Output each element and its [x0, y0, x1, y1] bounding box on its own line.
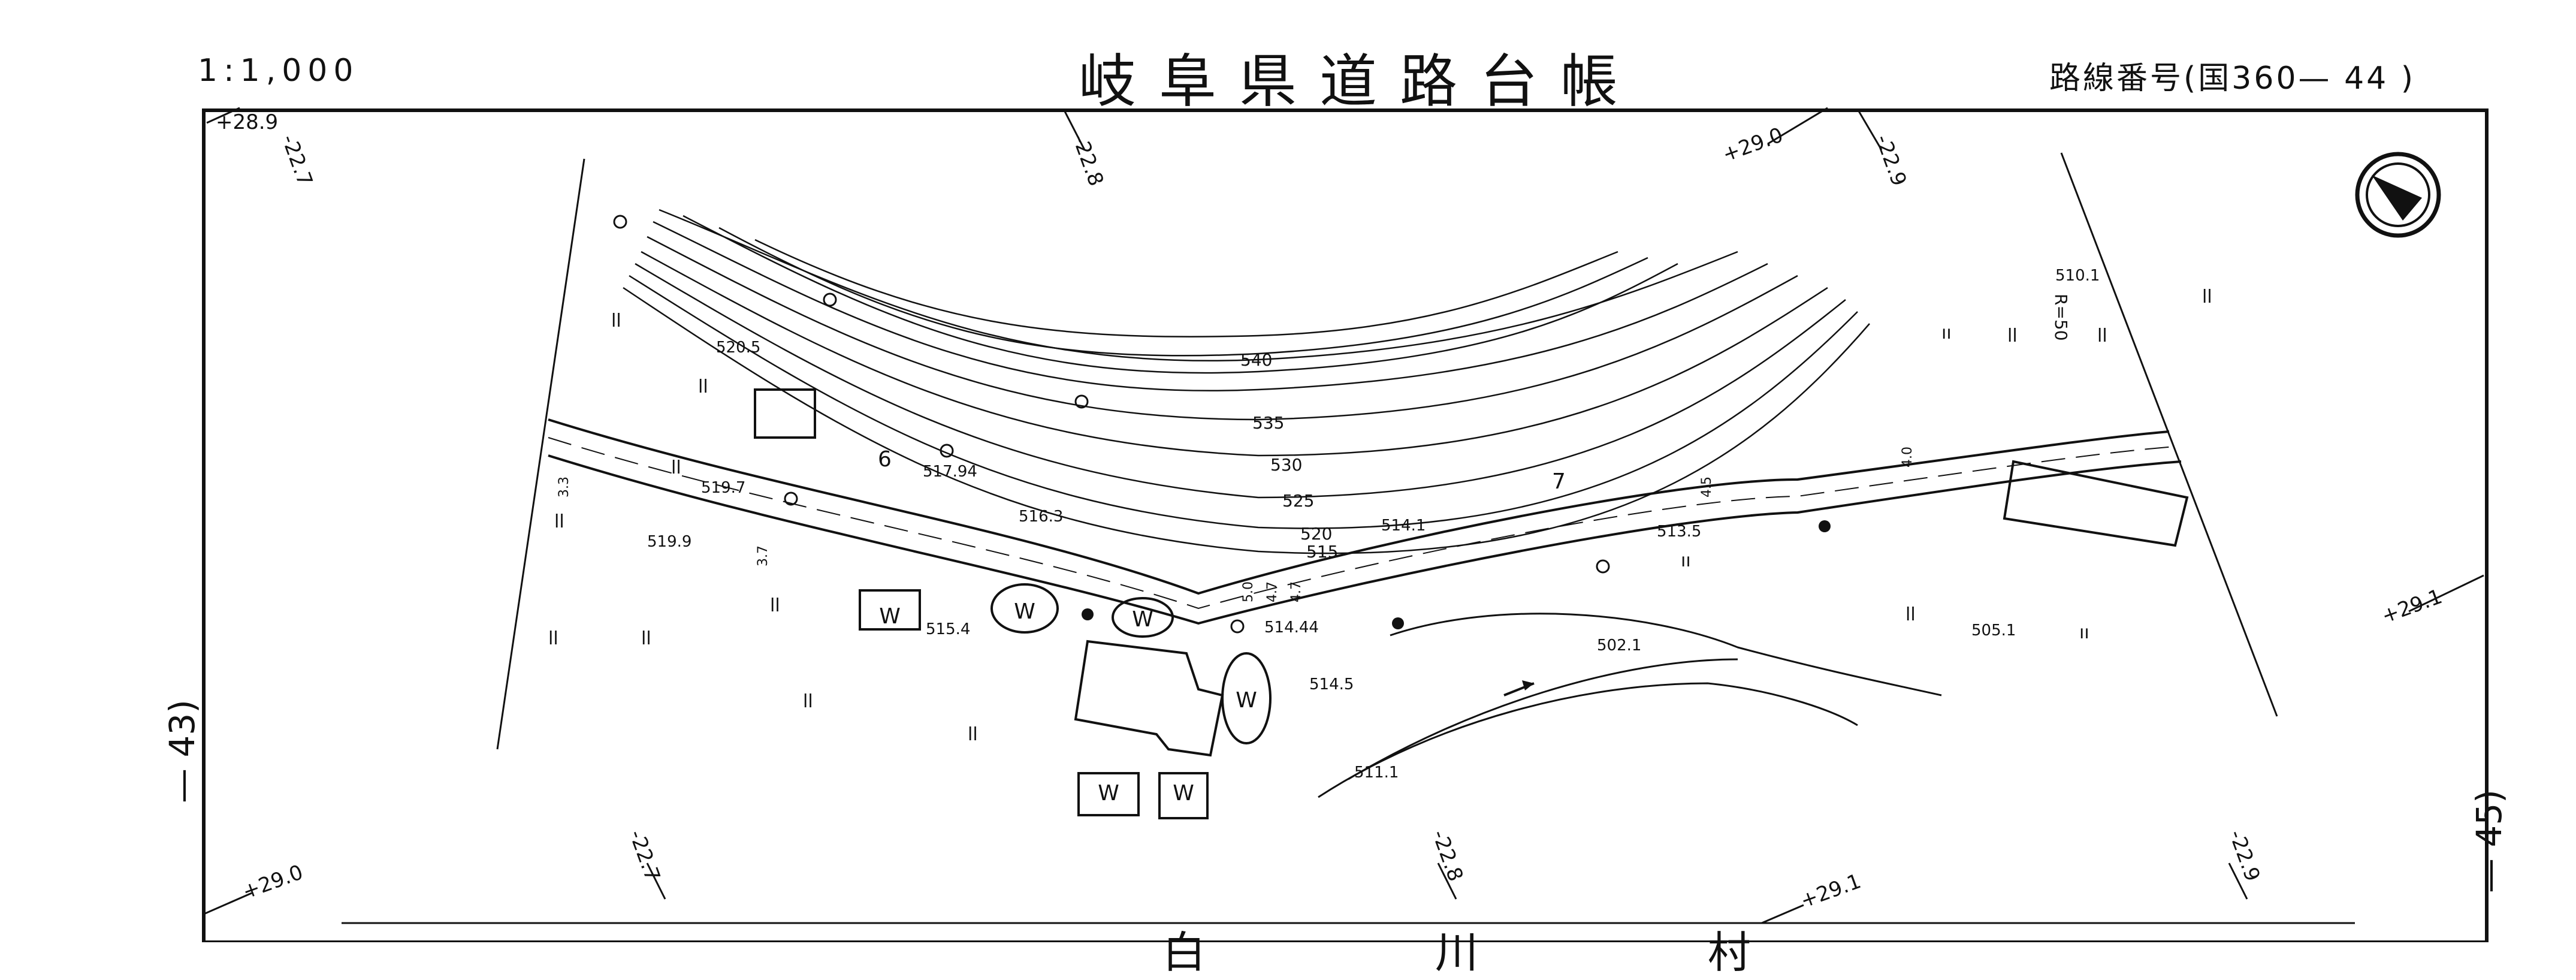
water-symbol: W [1173, 781, 1194, 806]
building [754, 388, 816, 439]
arrow-head-icon [1522, 680, 1534, 690]
spot-height: 514.1 [1381, 517, 1426, 535]
contour-label: 525 [1282, 491, 1314, 511]
survey-boundary [496, 152, 2278, 750]
paddy-symbol: ll [2202, 287, 2212, 307]
grid-label: -22.8 [1427, 827, 1468, 884]
paddy-symbol: ll [554, 511, 564, 532]
contour-lines [623, 209, 1870, 554]
paddy-symbol: ll [770, 595, 780, 616]
grid-label: +29.0 [239, 860, 306, 904]
paddy-symbol: ll [2097, 325, 2107, 346]
building [2003, 460, 2189, 547]
grid-label: -22.7 [277, 131, 318, 189]
grid-label: -22.9 [2224, 827, 2265, 884]
paddy-symbol: ll [641, 628, 651, 649]
svg-text:4.0: 4.0 [1900, 447, 1915, 468]
svg-text:4.7: 4.7 [1265, 581, 1280, 602]
water-symbol: W [1098, 781, 1119, 806]
paddy-symbol: ll [803, 691, 813, 712]
route-number: 路線番号(国360— 44 ) [2049, 61, 2416, 97]
svg-text:4.5: 4.5 [1699, 477, 1714, 497]
curve-radius-label: R=50 [2051, 294, 2071, 341]
grid-label: +29.1 [1797, 869, 1864, 913]
field-symbol: ıı [1941, 322, 1952, 343]
building [1074, 640, 1224, 757]
paddy-symbol: ll [548, 628, 558, 649]
spot-height: 514.5 [1309, 676, 1354, 693]
paddy-symbol: ll [1905, 604, 1916, 625]
grid-label: +29.0 [1719, 123, 1786, 167]
paddy-symbol: ll [611, 310, 621, 331]
map-scale: 1:1,000 [198, 53, 360, 89]
grid-label: -22.7 [624, 827, 665, 884]
grid-label: +29.1 [2378, 584, 2445, 628]
road-widths: 3.3 3.7 5.0 4.7 4.7 4.5 4.0 [557, 447, 1915, 602]
svg-text:5.0: 5.0 [1241, 581, 1256, 602]
spot-height: 513.5 [1657, 523, 1701, 541]
contour-label: 520 [1300, 524, 1332, 544]
paddy-symbol: ll [698, 376, 708, 397]
north-arrow-icon [2355, 152, 2441, 238]
river [1318, 613, 1942, 798]
paddy-symbol: ll [968, 724, 978, 745]
road-ledger-map: +28.9 -22.7 -22.8 +29.0 -22.9 +29.1 +29.… [202, 107, 2489, 942]
spot-height: 514.44 [1264, 619, 1319, 637]
contour-label: 530 [1270, 455, 1302, 475]
grid-ticks [203, 107, 2484, 924]
road-number: 6 [878, 447, 892, 472]
svg-text:4.7: 4.7 [1289, 581, 1304, 602]
road-number: 7 [1552, 469, 1566, 494]
utility-poles [613, 215, 1610, 634]
contour-label: 540 [1240, 350, 1272, 370]
spot-height: 510.1 [2055, 267, 2100, 285]
map-title: 岐阜県道路台帳 [1079, 48, 1641, 115]
water-symbol: W [1014, 599, 1035, 624]
spot-height: 516.3 [1019, 508, 1063, 526]
map-frame [202, 108, 2489, 942]
spot-height: 519.7 [701, 479, 745, 497]
paddy-symbol: ll [2007, 325, 2018, 346]
water-symbol: W [1236, 688, 1257, 713]
paddy-symbol: ll [671, 457, 681, 478]
spot-height: 511.1 [1354, 764, 1399, 782]
spot-height: 519.9 [647, 533, 691, 551]
spot-height: 505.1 [1971, 622, 2016, 640]
spot-height: 502.1 [1597, 637, 1641, 655]
land-use-symbols: ll ll ll ll ll ll ll ll ll ll ll ll ll ı… [548, 287, 2212, 745]
water-bodies [859, 583, 1272, 819]
road-route-360 [548, 418, 2182, 625]
spot-height: 515.4 [926, 620, 970, 638]
field-symbol: ıı [2079, 622, 2089, 643]
svg-text:3.3: 3.3 [557, 477, 572, 497]
survey-points [1082, 520, 1831, 629]
contour-label: 535 [1252, 413, 1284, 433]
svg-text:3.7: 3.7 [756, 545, 771, 566]
spot-height: 517.94 [923, 463, 977, 481]
buildings [754, 388, 2189, 757]
grid-label: -22.8 [1068, 131, 1109, 189]
spot-heights: 520.5 519.7 519.9 517.94 516.3 515.4 514… [647, 267, 2100, 782]
water-symbol: W [1132, 607, 1153, 632]
field-symbol: ıı [1681, 550, 1691, 571]
spot-height: 520.5 [716, 339, 760, 357]
water-symbol: W [879, 604, 901, 629]
